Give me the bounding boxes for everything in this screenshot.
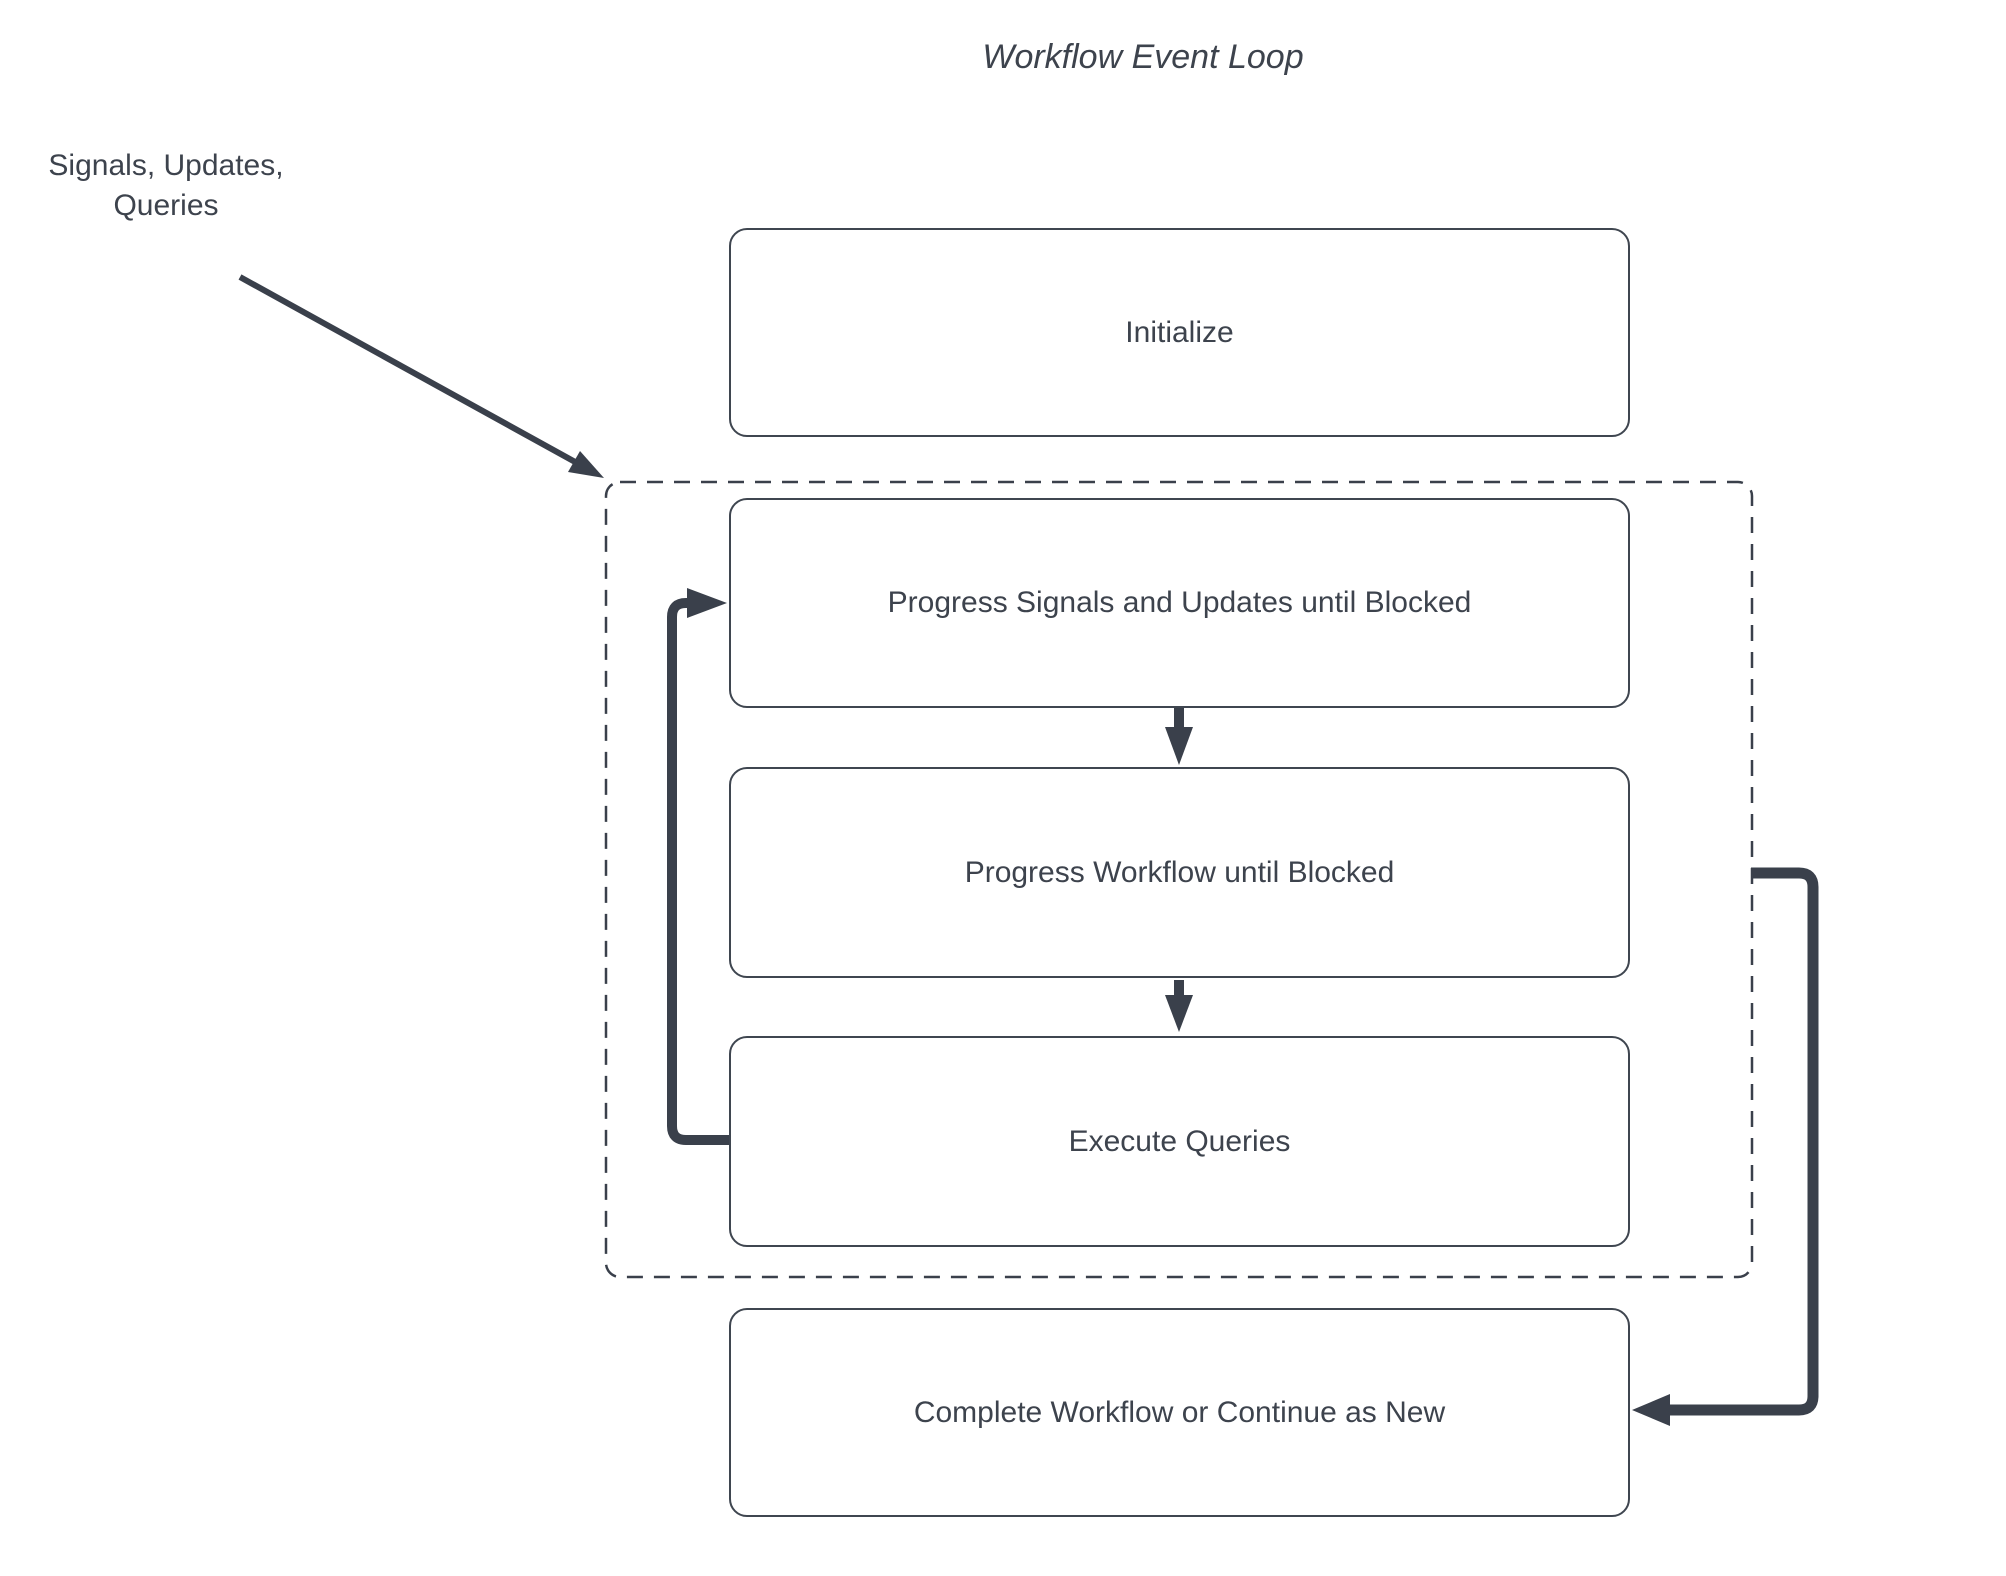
flow-arrow-1-head-icon — [1165, 727, 1193, 765]
loop-back-arrow-line — [667, 598, 729, 1145]
annotation-line-1: Signals, Updates, — [48, 149, 284, 182]
node-complete-workflow: Complete Workflow or Continue as New — [729, 1308, 1630, 1517]
signals-arrow-line — [238, 274, 579, 466]
node-progress-workflow-label: Progress Workflow until Blocked — [964, 855, 1395, 889]
node-initialize: Initialize — [729, 228, 1630, 437]
node-progress-workflow: Progress Workflow until Blocked — [729, 767, 1630, 978]
continue-arrow-line — [1670, 867, 1819, 1416]
continue-arrowhead-icon — [1632, 1394, 1670, 1426]
flow-arrow-2-head-icon — [1165, 995, 1193, 1032]
signals-updates-queries-annotation: Signals, Updates, Queries — [25, 146, 307, 226]
node-initialize-label: Initialize — [1125, 315, 1234, 349]
node-progress-signals: Progress Signals and Updates until Block… — [729, 498, 1630, 708]
node-execute-queries: Execute Queries — [729, 1036, 1630, 1247]
node-execute-queries-label: Execute Queries — [1068, 1124, 1291, 1158]
node-progress-signals-label: Progress Signals and Updates until Block… — [887, 586, 1472, 619]
node-complete-workflow-label: Complete Workflow or Continue as New — [913, 1395, 1446, 1429]
annotation-line-2: Queries — [113, 189, 219, 222]
loop-back-arrowhead-icon — [687, 588, 727, 618]
signals-arrowhead-icon — [568, 451, 604, 478]
diagram-title: Workflow Event Loop — [982, 38, 1304, 76]
